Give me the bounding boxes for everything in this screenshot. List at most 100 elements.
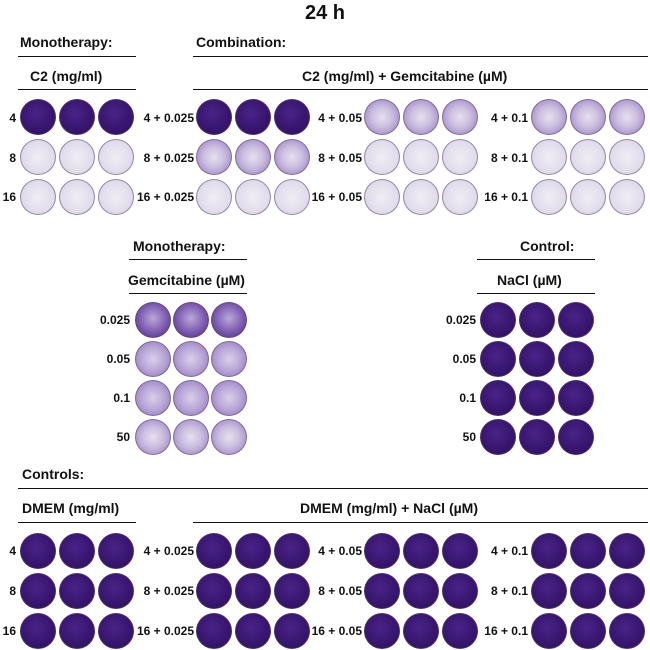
culture-well [558, 341, 594, 377]
culture-well [196, 573, 232, 609]
culture-well [609, 613, 645, 649]
culture-well [274, 613, 310, 649]
row-label: 16 + 0.1 [484, 624, 528, 638]
culture-well [20, 533, 56, 569]
c2-unit-header: C2 (mg/ml) [30, 68, 103, 84]
culture-well [570, 533, 606, 569]
row-label: 50 [462, 430, 476, 444]
row-label: 0.025 [445, 313, 476, 327]
row-label: 16 [2, 624, 16, 638]
culture-well [442, 573, 478, 609]
culture-well [173, 380, 209, 416]
row-label: 8 [9, 151, 16, 165]
combo-unit-rule [193, 89, 648, 90]
culture-well [480, 341, 516, 377]
row-label: 8 + 0.025 [143, 151, 194, 165]
culture-well [403, 99, 439, 135]
row-label: 4 + 0.05 [318, 544, 362, 558]
culture-well [609, 139, 645, 175]
row-label: 16 + 0.05 [311, 624, 362, 638]
c2-unit-rule [18, 89, 136, 90]
dmem-nacl-unit-rule [193, 522, 648, 523]
culture-well [480, 302, 516, 338]
controls-bottom-header: Controls: [22, 466, 85, 482]
culture-well [570, 99, 606, 135]
culture-well [480, 380, 516, 416]
culture-well [609, 573, 645, 609]
culture-well [531, 533, 567, 569]
culture-well [196, 99, 232, 135]
culture-well [20, 613, 56, 649]
culture-well [609, 99, 645, 135]
row-label: 16 [2, 190, 16, 204]
monotherapy-top-rule [18, 56, 136, 57]
culture-well [364, 533, 400, 569]
culture-well [558, 419, 594, 455]
culture-well [480, 419, 516, 455]
culture-well [98, 573, 134, 609]
culture-well [173, 302, 209, 338]
dmem-unit-header: DMEM (mg/ml) [22, 500, 120, 516]
culture-well [59, 179, 95, 215]
culture-well [364, 179, 400, 215]
row-label: 0.1 [113, 391, 130, 405]
culture-well [196, 139, 232, 175]
culture-well [235, 573, 271, 609]
row-label: 16 + 0.025 [136, 624, 194, 638]
culture-well [558, 302, 594, 338]
culture-well [20, 179, 56, 215]
controls-bottom-rule [18, 488, 648, 489]
culture-well [274, 99, 310, 135]
culture-well [135, 419, 171, 455]
culture-well [98, 613, 134, 649]
combination-header: Combination: [196, 34, 287, 50]
culture-well [558, 380, 594, 416]
culture-well [211, 380, 247, 416]
culture-well [98, 179, 134, 215]
culture-well [531, 573, 567, 609]
row-label: 4 + 0.025 [143, 544, 194, 558]
culture-well [274, 573, 310, 609]
culture-well [235, 99, 271, 135]
row-label: 0.1 [459, 391, 476, 405]
culture-well [173, 341, 209, 377]
monotherapy-mid-header: Monotherapy: [133, 238, 226, 254]
culture-well [609, 179, 645, 215]
culture-well [403, 139, 439, 175]
culture-well [20, 99, 56, 135]
culture-well [570, 613, 606, 649]
dmem-unit-rule [18, 522, 136, 523]
culture-well [442, 99, 478, 135]
row-label: 0.025 [99, 313, 130, 327]
combo-unit-header: C2 (mg/ml) + Gemcitabine (µM) [302, 68, 508, 84]
culture-well [364, 613, 400, 649]
culture-well [98, 139, 134, 175]
row-label: 4 + 0.1 [490, 544, 528, 558]
culture-well [235, 179, 271, 215]
row-label: 50 [116, 430, 130, 444]
culture-well [364, 573, 400, 609]
culture-well [98, 99, 134, 135]
page-title: 24 h [304, 2, 346, 24]
culture-well [531, 179, 567, 215]
row-label: 0.05 [106, 352, 130, 366]
row-label: 8 [9, 584, 16, 598]
row-label: 8 + 0.1 [490, 151, 528, 165]
row-label: 4 [9, 544, 16, 558]
row-label: 4 + 0.025 [143, 111, 194, 125]
row-label: 4 + 0.1 [490, 111, 528, 125]
culture-well [403, 533, 439, 569]
culture-well [519, 419, 555, 455]
culture-well [211, 419, 247, 455]
culture-well [609, 533, 645, 569]
row-label: 8 + 0.1 [490, 584, 528, 598]
culture-well [135, 302, 171, 338]
culture-well [519, 341, 555, 377]
culture-well [570, 573, 606, 609]
culture-well [211, 341, 247, 377]
culture-well [235, 613, 271, 649]
culture-well [570, 139, 606, 175]
culture-well [519, 302, 555, 338]
culture-well [274, 179, 310, 215]
culture-well [235, 533, 271, 569]
